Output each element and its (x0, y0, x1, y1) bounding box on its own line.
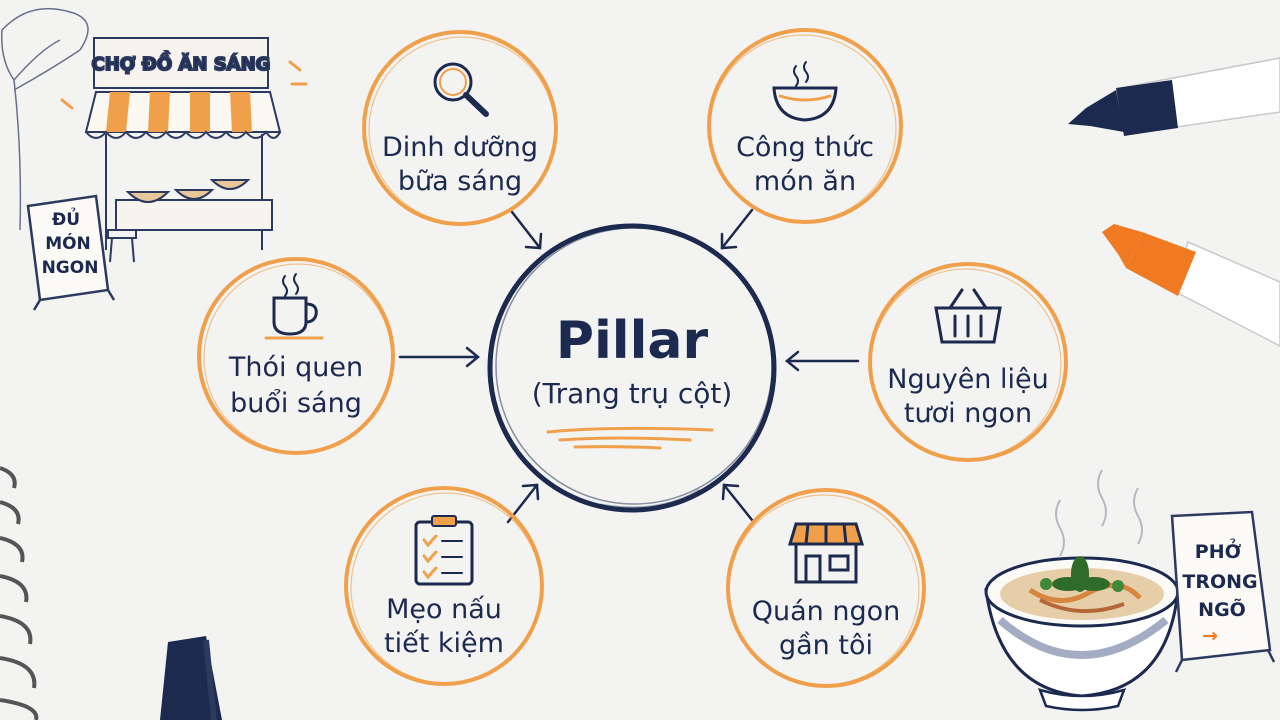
center-underline (546, 426, 714, 450)
board-left-line1: ĐỦ (52, 206, 80, 230)
pho-bowl-illustration (984, 469, 1180, 712)
arrow-nutrition (510, 210, 543, 250)
node-nutrition-line1: Dinh dưỡng (382, 132, 538, 163)
board-left (26, 194, 116, 311)
board-right-arrow: → (1202, 625, 1218, 647)
checklist-icon (414, 515, 474, 586)
node-nutrition: Dinh dưỡng bữa sáng (362, 30, 558, 226)
node-tips-line1: Mẹo nấu (386, 594, 502, 625)
node-habits-line1: Thói quen (228, 352, 363, 383)
board-right-line1: PHỞ (1195, 538, 1242, 563)
coffee-cup-icon (264, 273, 324, 340)
node-tips-line2: tiết kiệm (384, 628, 504, 659)
node-recipes: Công thức món ăn (707, 28, 903, 224)
node-ingredients-line2: tươi ngon (904, 398, 1032, 429)
navy-marker-illustration (1068, 57, 1280, 136)
herb-leaves (1052, 556, 1110, 592)
navy-pen-illustration (160, 636, 222, 720)
soup-bowl-icon (772, 61, 838, 122)
magnifier-icon (433, 62, 489, 117)
stall-structure: CHỢ ĐỒ ĂN SÁNG (84, 37, 282, 263)
steam-lines (1055, 469, 1143, 557)
node-ingredients: Nguyên liệu tươi ngon (868, 262, 1068, 462)
arrow-nearby (721, 483, 754, 522)
center-title: Pillar (556, 311, 709, 371)
stall-sign-text: CHỢ ĐỒ ĂN SÁNG (92, 51, 271, 75)
node-nutrition-line2: bữa sáng (398, 166, 522, 197)
shop-icon (787, 522, 865, 584)
orange-marker-illustration (1102, 224, 1280, 347)
center-subtitle: (Trang trụ cột) (532, 377, 733, 410)
arrow-ingredients (785, 350, 860, 372)
board-right-line3: NGÕ (1198, 597, 1246, 621)
board-right: PHỞ TRONG NGÕ → (1170, 510, 1276, 673)
node-tips: Mẹo nấu tiết kiệm (344, 486, 544, 686)
basket-icon (934, 288, 1002, 344)
node-ingredients-line1: Nguyên liệu (887, 364, 1048, 395)
node-recipes-line1: Công thức (736, 132, 874, 163)
center-node: Pillar (Trang trụ cột) (487, 223, 777, 513)
notebook-spiral-illustration (0, 466, 39, 720)
arrow-recipes (720, 208, 754, 250)
node-habits: Thói quen buổi sáng (197, 257, 395, 455)
tree-sketch (1, 7, 89, 231)
breakfast-stall-illustration: CHỢ ĐỒ ĂN SÁNG ĐỦ MÓ (1, 7, 308, 311)
board-right-line2: TRONG (1182, 571, 1257, 593)
node-nearby-line2: gần tôi (779, 630, 873, 661)
arrow-habits (398, 346, 480, 368)
node-nearby-line1: Quán ngon (752, 596, 901, 627)
node-habits-line2: buổi sáng (230, 388, 362, 419)
board-left-line3: NGON (42, 258, 99, 278)
node-nearby: Quán ngon gần tôi (726, 488, 926, 688)
stall-accent-dashes (60, 60, 308, 110)
connector-arrows (398, 208, 860, 524)
node-recipes-line2: món ăn (754, 166, 856, 197)
board-left-line2: MÓN (45, 232, 91, 254)
